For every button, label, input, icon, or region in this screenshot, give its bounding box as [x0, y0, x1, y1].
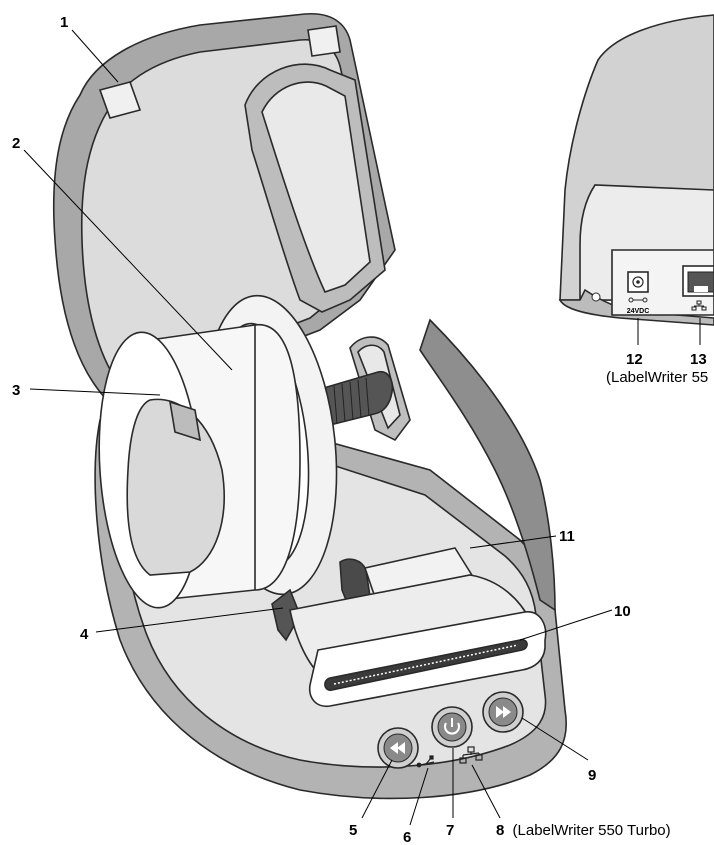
callout-labels: 1 2 3 4 5 6 7 8 (LabelWriter 550 Turbo) …	[12, 14, 708, 845]
callout-9: 9	[588, 767, 596, 784]
network-port-icon	[691, 300, 707, 311]
power-button[interactable]	[431, 706, 473, 748]
network-port	[682, 265, 714, 311]
label-feed-forward-icon	[496, 706, 511, 718]
power-port: 24VDC	[627, 271, 650, 315]
label-eject-rewind-icon	[390, 742, 405, 754]
callout-2: 2	[12, 135, 20, 152]
callout-8-note: (LabelWriter 550 Turbo)	[513, 822, 671, 839]
callout-13: 13	[690, 351, 707, 368]
power-port-label: 24VDC	[627, 308, 650, 315]
power-icon	[444, 718, 460, 735]
label-feed-button[interactable]	[482, 691, 524, 733]
callout-10: 10	[614, 603, 631, 620]
control-buttons	[377, 691, 524, 769]
callout-13-note: (LabelWriter 55	[606, 369, 708, 386]
callout-1: 1	[60, 14, 68, 31]
label-spool	[98, 294, 394, 609]
printer-rear-view: 24VDC	[558, 14, 714, 326]
printer-cover	[52, 13, 396, 411]
callout-11: 11	[559, 528, 575, 545]
printer-front-view	[52, 13, 567, 800]
label-exit-slot	[308, 611, 547, 708]
callout-5: 5	[349, 822, 357, 839]
callout-6: 6	[403, 829, 411, 845]
usb-icon	[416, 755, 435, 768]
callout-12: 12	[626, 351, 643, 368]
callout-3: 3	[12, 382, 20, 399]
label-eject-button[interactable]	[377, 727, 419, 769]
callout-7: 7	[446, 822, 454, 839]
network-icon	[459, 746, 483, 764]
leader-lines	[23, 29, 701, 826]
callout-4: 4	[80, 626, 89, 643]
callout-8: 8 (LabelWriter 550 Turbo)	[496, 822, 671, 839]
